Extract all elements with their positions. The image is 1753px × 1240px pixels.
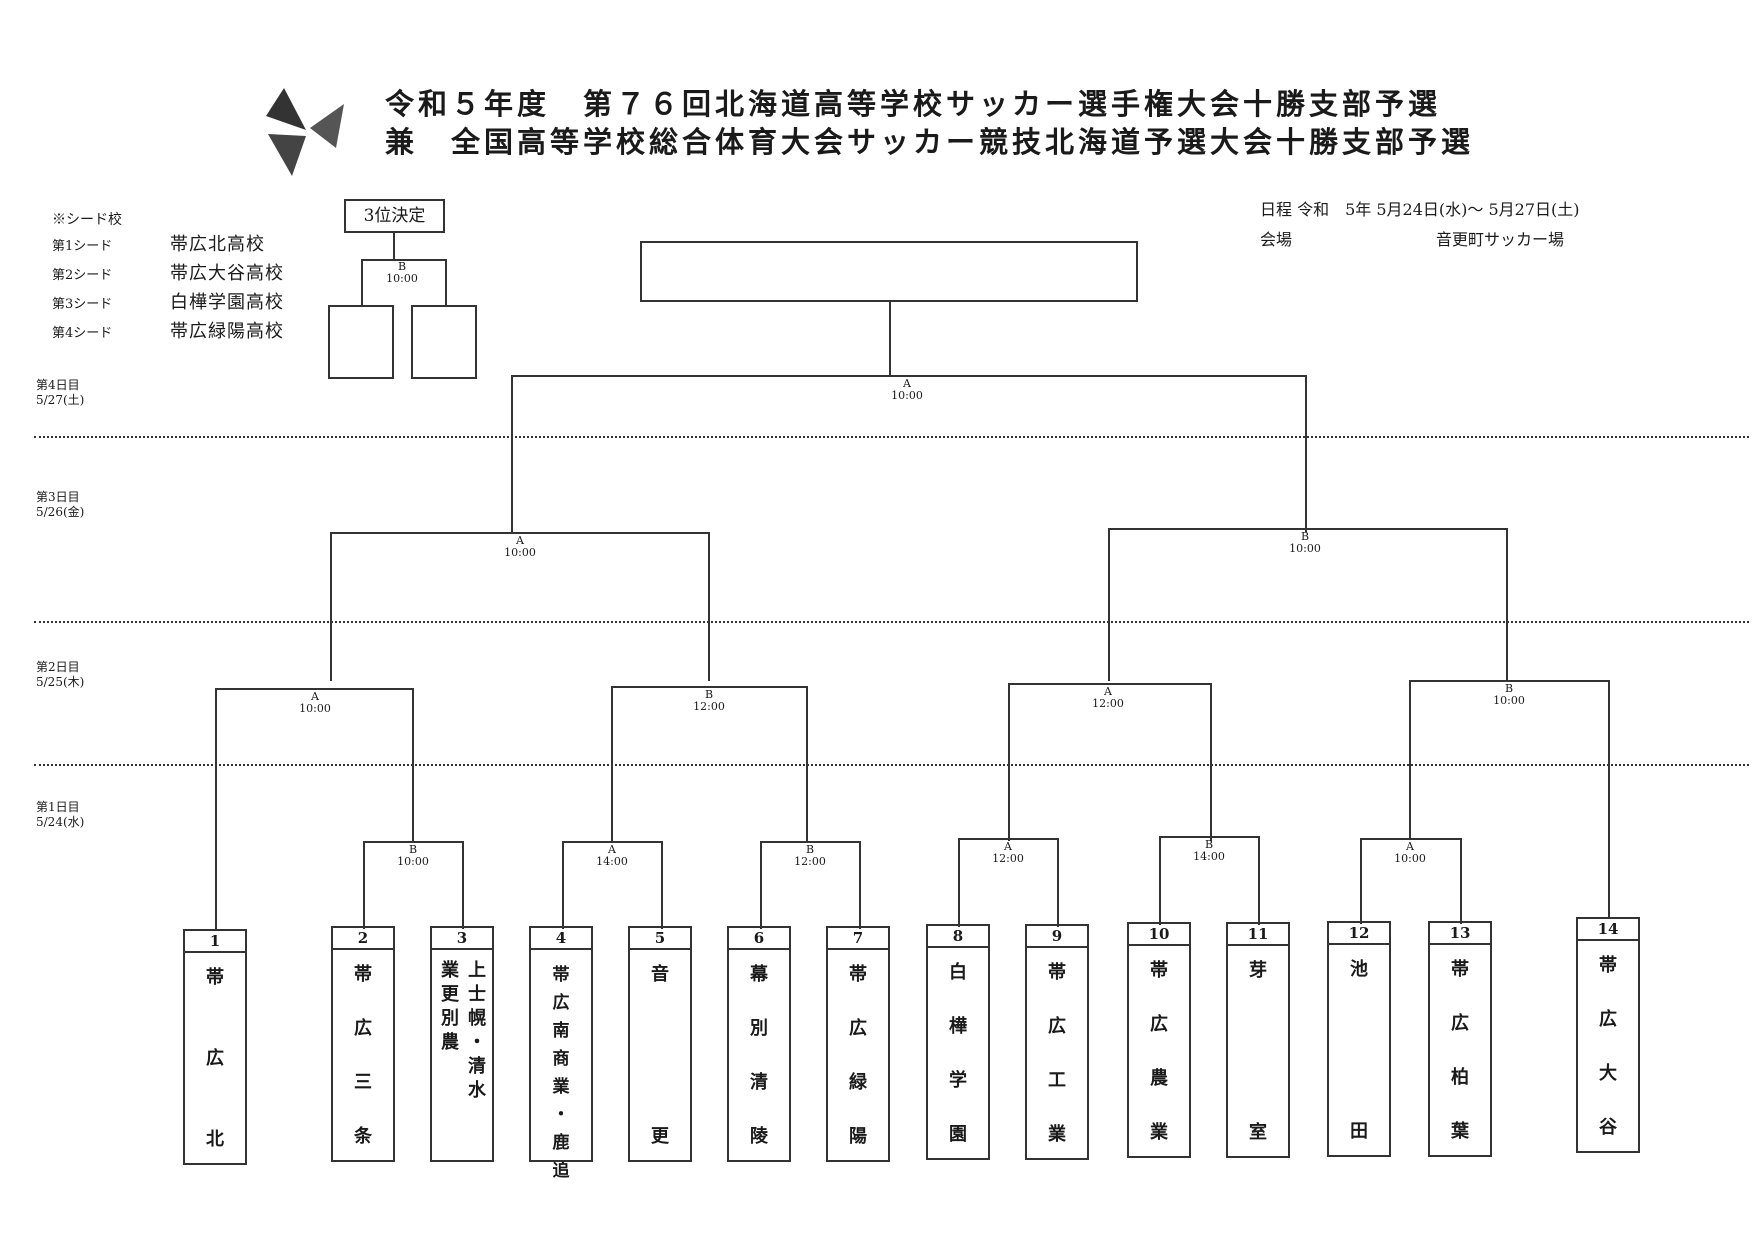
seed-name: 白樺学園高校 (170, 292, 284, 313)
seed-label: 第3シード (52, 297, 113, 312)
team-box: 14 帯広大谷 (1576, 917, 1640, 1153)
team-name: 音更 (651, 964, 669, 1147)
seed-item: 第3シード 白樺学園高校 (52, 288, 284, 319)
team-box: 7 帯広緑陽 (826, 926, 890, 1162)
team-name: 白樺学園 (949, 962, 967, 1145)
team-name: 芽室 (1249, 960, 1267, 1143)
team-number: 9 (1027, 926, 1087, 948)
team-number: 1 (185, 931, 245, 953)
team-box: 1 帯広北 (183, 929, 247, 1165)
team-number: 7 (828, 928, 888, 950)
team-box: 4 帯広南商業・鹿追 (529, 926, 593, 1181)
team-name: 帯広大谷 (1599, 955, 1617, 1138)
seed-item: 第1シード 帯広北高校 (52, 230, 265, 261)
team-number: 13 (1430, 923, 1490, 945)
team-number: 6 (729, 928, 789, 950)
seed-heading: ※シード校 (52, 212, 122, 228)
association-logo (266, 88, 344, 176)
team-box: 2 帯広三条 (331, 926, 395, 1162)
team-name: 帯広柏葉 (1451, 959, 1469, 1142)
venue-row: 会場 音更町サッカー場 (1260, 225, 1564, 255)
team-number: 2 (333, 928, 393, 950)
team-name: 幕別清陵 (750, 964, 768, 1147)
team-box: 9 帯広工業 (1025, 924, 1089, 1160)
team-number: 3 (432, 928, 492, 950)
team-box: 12 池田 (1327, 921, 1391, 1157)
team-box: 13 帯広柏葉 (1428, 921, 1492, 1157)
day-divider (34, 436, 1749, 438)
team-name: 帯広工業 (1048, 962, 1066, 1145)
team-name: 上士幌・清水 業更別農 (438, 960, 486, 1128)
team-number: 4 (531, 928, 591, 950)
team-number: 8 (928, 926, 988, 948)
team-number: 10 (1129, 924, 1189, 946)
team-name: 帯広北 (206, 967, 224, 1150)
seed-name: 帯広緑陽高校 (170, 321, 284, 342)
seed-label: 第2シード (52, 268, 113, 283)
third-place-slot (411, 305, 477, 379)
seed-item: 第4シード 帯広緑陽高校 (52, 317, 284, 348)
team-number: 14 (1578, 919, 1638, 941)
day-divider (34, 621, 1749, 623)
team-number: 11 (1228, 924, 1288, 946)
seed-label: 第1シード (52, 239, 113, 254)
venue-label: 会場 (1260, 230, 1293, 249)
team-box: 5 音更 (628, 926, 692, 1162)
team-name: 帯広農業 (1150, 960, 1168, 1143)
title-line-1: 令和５年度 第７６回北海道高等学校サッカー選手権大会十勝支部予選 (385, 87, 1442, 121)
team-name: 帯広南商業・鹿追 (552, 965, 570, 1181)
team-name: 帯広三条 (354, 964, 372, 1147)
team-box: 11 芽室 (1226, 922, 1290, 1158)
third-place-slot (328, 305, 394, 379)
seed-name: 帯広大谷高校 (170, 263, 284, 284)
seed-name: 帯広北高校 (170, 234, 265, 255)
day-divider (34, 764, 1749, 766)
schedule-dates: 日程 令和 5年 5月24日(水)～ 5月27日(土) (1260, 200, 1580, 219)
team-name: 帯広緑陽 (849, 964, 867, 1147)
seed-item: 第2シード 帯広大谷高校 (52, 259, 284, 290)
seed-label: 第4シード (52, 326, 113, 341)
venue-name: 音更町サッカー場 (1436, 230, 1565, 249)
team-box: 3 上士幌・清水 業更別農 (430, 926, 494, 1162)
team-number: 12 (1329, 923, 1389, 945)
title-line-2: 兼 全国高等学校総合体育大会サッカー競技北海道予選大会十勝支部予選 (385, 125, 1475, 159)
third-place-label: 3位決定 (344, 199, 445, 233)
team-box: 10 帯広農業 (1127, 922, 1191, 1158)
team-box: 8 白樺学園 (926, 924, 990, 1160)
team-number: 5 (630, 928, 690, 950)
champion-box (640, 241, 1138, 302)
team-box: 6 幕別清陵 (727, 926, 791, 1162)
team-name: 池田 (1350, 959, 1368, 1142)
